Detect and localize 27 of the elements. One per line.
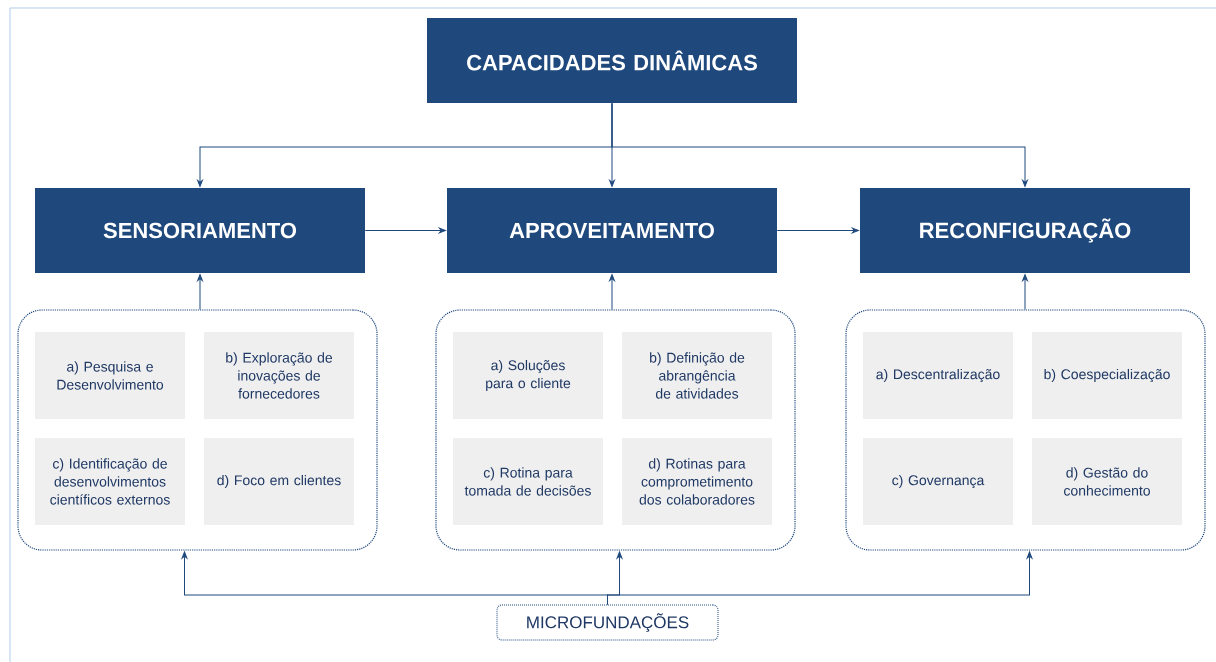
item-box: d) Rotinas para comprometimento dos colaboradores	[622, 438, 772, 525]
dotted-group-box	[17, 309, 378, 551]
label-box: MICROFUNDAÇÕES	[496, 604, 719, 641]
arrow	[611, 102, 1028, 187]
arrow	[1022, 274, 1028, 310]
item-box: a) Pesquisa e Desenvolvimento	[35, 332, 185, 419]
item-box: c) Identificação de desenvolvimentos científicos externos	[35, 438, 185, 525]
dotted-group-box	[845, 309, 1206, 551]
arrow	[776, 227, 859, 234]
item-box: b) Coespecialização	[1032, 332, 1182, 419]
item-box: c) Rotina para tomada de decisões	[453, 438, 603, 525]
item-box: a) Soluções para o cliente	[453, 332, 603, 419]
item-box: a) Descentralização	[863, 332, 1013, 419]
arrow	[197, 274, 203, 310]
item-box: b) Definição de abrangência de atividades	[622, 332, 772, 419]
arrow	[607, 551, 1033, 605]
item-box: b) Exploração de inovações de fornecedores	[204, 332, 354, 419]
arrow	[609, 274, 615, 310]
arrow	[364, 227, 446, 234]
dotted-group-box	[435, 309, 796, 551]
title-box: APROVEITAMENTO	[447, 188, 777, 273]
title-box: CAPACIDADES DINÂMICAS	[427, 18, 797, 103]
item-box: d) Foco em clientes	[204, 438, 354, 525]
title-box: RECONFIGURAÇÃO	[860, 188, 1190, 273]
item-box: d) Gestão do conhecimento	[1032, 438, 1182, 525]
item-box: c) Governança	[863, 438, 1013, 525]
title-box: SENSORIAMENTO	[35, 188, 365, 273]
